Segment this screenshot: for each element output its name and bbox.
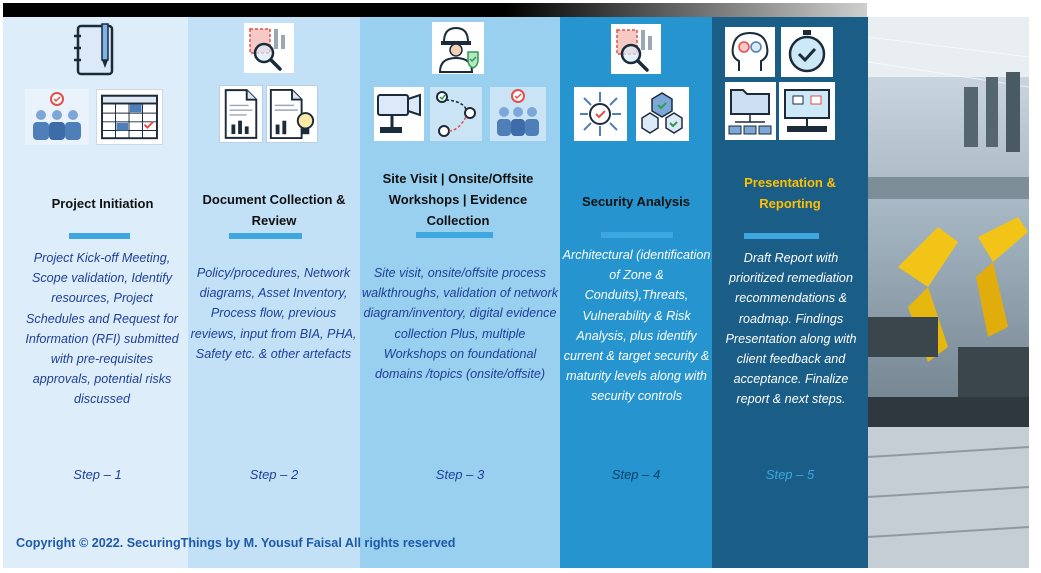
presentation-icon: [779, 82, 835, 140]
stage-4-title-underline: [601, 232, 673, 238]
camera-icon: [374, 87, 424, 141]
document-chart-icon: [219, 85, 263, 143]
hexagon-check-icon: [636, 87, 689, 141]
target-arrows-icon: [574, 87, 627, 141]
magnifier-report-icon: [611, 24, 661, 74]
stage-1-step-label: Step – 1: [73, 467, 122, 482]
stage-4-description: Architectural (identification of Zone & …: [562, 248, 711, 404]
stage-3-description: Site visit, onsite/offsite process walkt…: [362, 266, 559, 382]
stage-1-title-underline: [69, 233, 130, 239]
stage-2-title-underline: [229, 233, 302, 239]
stage-2-step-label: Step – 2: [249, 467, 299, 482]
stage-5-description: Draft Report with prioritized remediatio…: [725, 251, 857, 407]
stage-1-title: Project Initiation: [51, 196, 154, 211]
stage-5-title-underline: [744, 233, 819, 239]
stopwatch-icon: [781, 27, 833, 77]
stage-3-title-underline: [416, 232, 493, 238]
head-gears-icon: [725, 27, 775, 77]
stage-2-title: Document Collection & Review: [202, 192, 346, 228]
document-idea-icon: [266, 85, 318, 143]
stage-3-step-label: Step – 3: [435, 467, 485, 482]
engineer-shield-icon: [432, 22, 484, 74]
magnifier-report-icon: [244, 23, 294, 73]
stage-4-title: Security Analysis: [582, 194, 690, 209]
stage-2-description: Policy/procedures, Network diagrams, Ass…: [190, 266, 357, 361]
workflow-path-icon: [430, 87, 482, 141]
calendar-icon: [96, 89, 163, 145]
stage-1-description: Project Kick-off Meeting, Scope validati…: [25, 251, 179, 407]
factory-robot-photo: [868, 17, 1029, 568]
team-icon: [25, 89, 89, 145]
folder-tree-icon: [725, 82, 776, 140]
team-icon: [490, 87, 546, 141]
copyright-notice: Copyright © 2022. SecuringThings by M. Y…: [16, 536, 456, 550]
stage-3-title: Site Visit | Onsite/Offsite Workshops | …: [382, 171, 534, 228]
stage-4-step-label: Step – 4: [611, 467, 661, 482]
notebook-pen-icon: [72, 22, 124, 80]
stage-5-step-label: Step – 5: [765, 467, 815, 482]
stage-5-title: Presentation & Reporting: [744, 175, 836, 211]
top-gradient-bar: [3, 3, 867, 17]
